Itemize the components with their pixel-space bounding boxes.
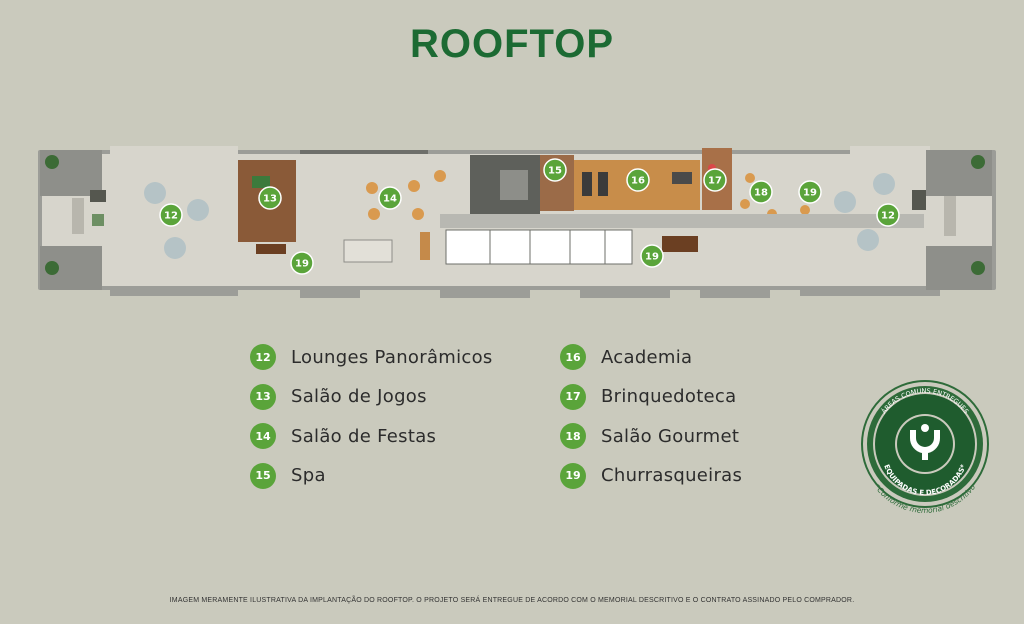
room-marker-14: 14	[378, 186, 402, 210]
legend-item: 15 Spa	[250, 462, 493, 489]
room-marker-number: 17	[708, 176, 722, 187]
room-marker-number: 15	[548, 166, 562, 177]
room-marker-number: 19	[645, 252, 659, 263]
service-core	[445, 155, 633, 265]
legend-number-badge: 16	[560, 344, 586, 370]
lounge-right-furniture	[834, 173, 956, 251]
legend-label: Salão de Festas	[291, 425, 437, 447]
delivery-seal: ÁREAS COMUNS ENTREGUES EQUIPADAS E DECOR…	[861, 380, 989, 515]
legend-number-badge: 15	[250, 462, 276, 489]
legend-label: Churrasqueiras	[601, 465, 743, 486]
room-marker-number: 19	[295, 259, 309, 270]
room-marker-number: 12	[881, 211, 895, 222]
room-marker-number: 14	[383, 194, 397, 205]
seal-outer-ring	[861, 380, 989, 508]
room-marker-15: 15	[543, 158, 567, 182]
legend-label: Academia	[601, 346, 693, 368]
room-markers: 12 13 14 15 16 17 18 19 12 19 19	[159, 158, 900, 275]
room-marker-17: 17	[703, 168, 727, 192]
legend-number-badge: 12	[250, 344, 276, 370]
planters	[40, 150, 992, 290]
lounge-left-furniture	[72, 182, 209, 259]
legend-label: Lounges Panorâmicos	[291, 346, 493, 368]
legend-item: 12 Lounges Panorâmicos	[250, 344, 493, 370]
rooftop-floor-plan: 12 13 14 15 16 17 18 19 12 19 19	[38, 146, 996, 298]
legend-number-badge: 17	[560, 383, 586, 410]
room-marker-number: 19	[803, 188, 817, 199]
legend-label: Salão de Jogos	[291, 386, 427, 407]
room-marker-12: 12	[876, 203, 900, 227]
legend-number-badge: 19	[560, 462, 586, 489]
legend-label: Spa	[291, 465, 326, 486]
legend-number-badge: 13	[250, 383, 276, 410]
party-hall	[300, 150, 446, 263]
legend-item: 18 Salão Gourmet	[560, 423, 742, 449]
room-marker-19: 19	[290, 251, 314, 275]
legend-label: Brinquedoteca	[601, 386, 737, 407]
room-marker-number: 13	[263, 194, 277, 205]
legend-right-column: 16 Academia 17 Brinquedoteca 18 Salão Gourmet…	[560, 344, 742, 502]
legend-item: 17 Brinquedoteca	[560, 383, 742, 410]
legend-label: Salão Gourmet	[601, 425, 740, 447]
room-marker-12: 12	[159, 203, 183, 227]
seal-logo-icon	[909, 424, 941, 460]
room-marker-number: 12	[164, 211, 178, 222]
room-marker-19: 19	[798, 180, 822, 204]
legend-item: 14 Salão de Festas	[250, 423, 493, 449]
legend-item: 16 Academia	[560, 344, 742, 370]
room-marker-16: 16	[626, 168, 650, 192]
disclaimer-footer: IMAGEM MERAMENTE ILUSTRATIVA DA IMPLANTA…	[169, 597, 855, 604]
corridor	[440, 214, 924, 228]
room-marker-13: 13	[258, 186, 282, 210]
room-marker-19: 19	[640, 244, 664, 268]
legend-item: 13 Salão de Jogos	[250, 383, 493, 410]
room-marker-number: 18	[754, 188, 768, 199]
legend-item: 19 Churrasqueiras	[560, 462, 743, 489]
bbq-area	[662, 236, 698, 252]
legend-number-badge: 18	[560, 423, 586, 449]
page-title: ROOFTOP	[409, 22, 615, 66]
room-marker-number: 16	[631, 176, 645, 187]
room-marker-18: 18	[749, 180, 773, 204]
legend-number-badge: 14	[250, 423, 276, 449]
